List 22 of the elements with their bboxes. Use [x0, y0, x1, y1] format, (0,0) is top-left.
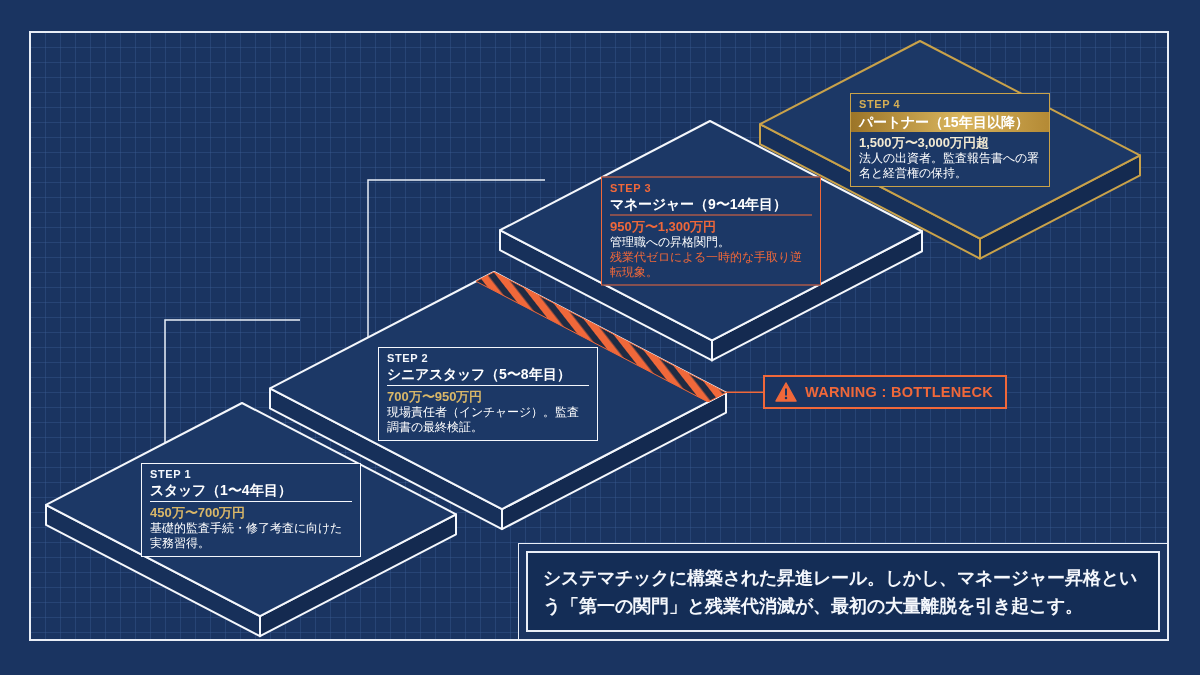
- step-description: 基礎的監査手続・修了考査に向けた実務習得。: [150, 520, 343, 551]
- leader-line: [725, 391, 764, 393]
- step-description: 残業代ゼロによる一時的な手取り逆転現象。: [610, 249, 803, 279]
- step-label: STEP 2: [387, 352, 429, 366]
- step-description: 法人の出資者。監査報告書への署名と経営権の保持。: [859, 150, 1040, 181]
- step-title: マネージャー（9〜14年目）: [610, 194, 788, 212]
- caption-text: システマチックに構築された昇進レール。しかし、マネージャー昇格という「第一の関門」と残業代消滅が、最初の大量離脱を引き起こす。: [543, 566, 1138, 618]
- step-description: 管理職への昇格関門。: [610, 234, 730, 249]
- step-label: STEP 1: [150, 467, 192, 481]
- step-label: STEP 3: [610, 181, 652, 194]
- caption-box: [518, 543, 1168, 640]
- salary-range: 1,500万〜3,000万円超: [859, 134, 990, 151]
- step-title: シニアスタッフ（5〜8年目）: [387, 365, 571, 384]
- step-description: 現場責任者（インチャージ）。監査調書の最終検証。: [387, 405, 580, 436]
- salary-range: 450万〜700万円: [150, 504, 246, 521]
- warning-label: WARNING : BOTTLENECK: [805, 384, 994, 401]
- step-title: パートナー（15年目以降）: [851, 111, 1049, 132]
- step-label: STEP 4: [859, 97, 901, 111]
- step-title: スタッフ（1〜4年目）: [150, 480, 292, 499]
- salary-range: 950万〜1,300万円: [610, 218, 717, 234]
- salary-range: 700万〜950万円: [387, 389, 483, 406]
- warning-callout: [763, 375, 1008, 410]
